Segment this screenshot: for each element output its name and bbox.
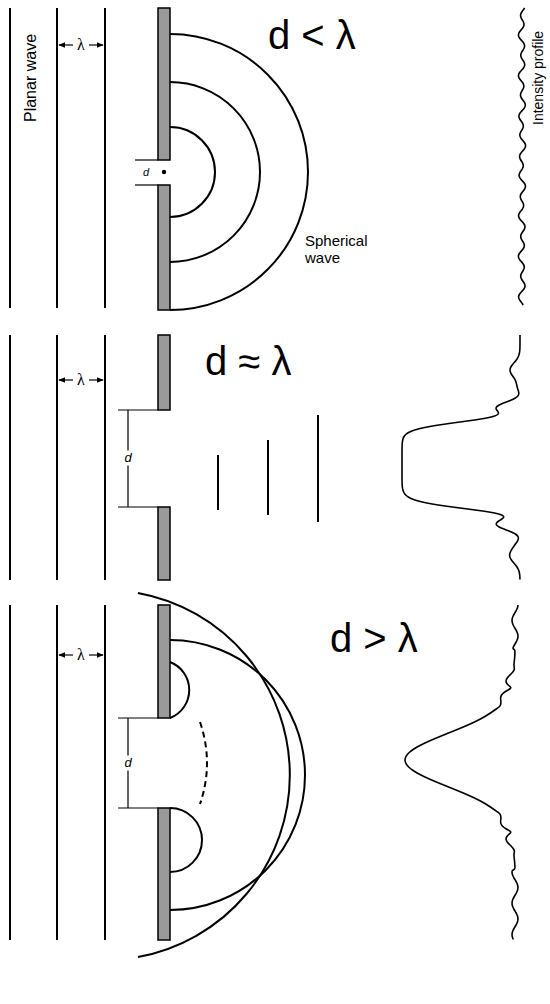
condition-heading: d ≈ λ	[205, 338, 291, 384]
axis-label: Intensity profile	[530, 31, 546, 125]
wavelength-label: λ	[75, 36, 87, 54]
point-source	[162, 170, 166, 174]
wave-type-label: Spherical wave	[305, 232, 385, 267]
dimension-lines	[59, 45, 158, 808]
condition-heading: d < λ	[268, 12, 356, 58]
wavelength-label: λ	[75, 371, 87, 389]
wavefronts	[10, 8, 318, 957]
slit-width-label: d	[122, 451, 133, 466]
screen	[158, 8, 170, 940]
slit-width-label: d	[122, 756, 133, 771]
condition-heading: d > λ	[330, 615, 418, 661]
slit-width-label: d	[143, 166, 149, 179]
wave-type-label: Planar wave	[22, 34, 40, 122]
wavelength-label: λ	[75, 646, 87, 664]
intensity-profiles	[402, 8, 526, 940]
